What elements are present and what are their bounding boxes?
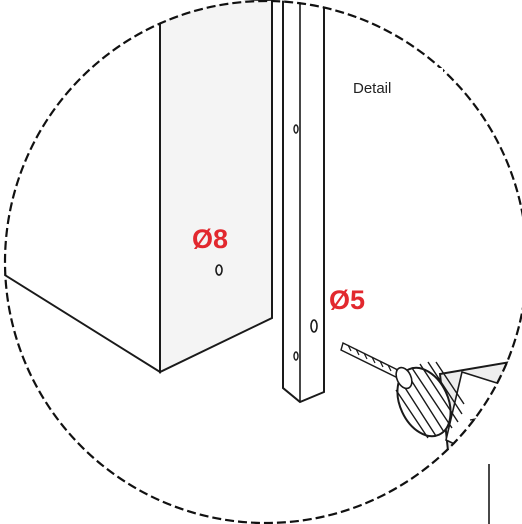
rail-hole-bottom (293, 351, 299, 361)
cabinet-panel (4, 0, 273, 374)
hole-8mm-dimension: Ø8 (192, 224, 229, 254)
vertical-rail (282, 0, 325, 404)
hole-5mm-dimension: Ø5 (329, 285, 366, 315)
hole-5mm (310, 319, 318, 333)
dashed-circle-frame (3, 0, 522, 524)
detail-label: Detail (333, 68, 443, 108)
rail-hole-top (293, 124, 299, 134)
hole-8mm (215, 264, 223, 276)
